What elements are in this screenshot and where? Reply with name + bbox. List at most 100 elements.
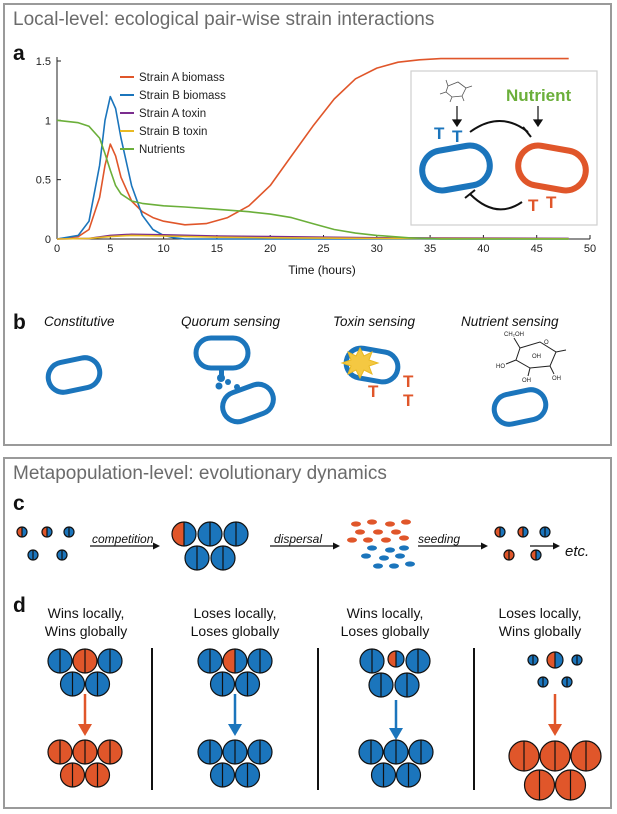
panel-letter-d: d bbox=[13, 594, 26, 617]
dispersed-red bbox=[363, 537, 373, 543]
dispersed-blue bbox=[385, 547, 395, 553]
population-cell bbox=[209, 762, 236, 788]
dispersed-red bbox=[399, 535, 409, 541]
population-cell bbox=[530, 549, 542, 561]
legend-label: Strain B biomass bbox=[139, 90, 226, 102]
population-cell bbox=[209, 671, 236, 697]
dispersed-red bbox=[391, 529, 401, 535]
population-cell bbox=[197, 648, 223, 674]
population-cell bbox=[408, 739, 434, 765]
metapopulation-panel: Metapopulation-level: evolutionary dynam… bbox=[3, 457, 612, 809]
y-tick-label: 1.5 bbox=[36, 56, 51, 68]
chart-lines bbox=[56, 57, 569, 240]
x-tick-label: 35 bbox=[424, 243, 436, 255]
toxin-b-icon: T bbox=[452, 127, 463, 146]
outcome-cases-diagram bbox=[47, 648, 602, 801]
series-line-strain-b-toxin bbox=[56, 234, 569, 240]
population-cell bbox=[197, 739, 223, 765]
case-4-label: Loses locally,Wins globally bbox=[498, 605, 582, 639]
toxin-a-icon: T bbox=[528, 196, 539, 215]
label-toxin-sensing: Toxin sensing bbox=[333, 314, 416, 329]
panel-letter-a: a bbox=[13, 42, 25, 65]
population-cell bbox=[527, 654, 539, 666]
population-cell bbox=[395, 762, 422, 788]
population-cell bbox=[405, 648, 431, 674]
population-cell bbox=[494, 526, 506, 538]
panel-letter-c: c bbox=[13, 492, 25, 515]
population-cell bbox=[358, 739, 384, 765]
label-quorum-sensing: Quorum sensing bbox=[181, 314, 281, 329]
dispersed-red bbox=[381, 537, 391, 543]
population-cell bbox=[59, 762, 86, 788]
toxin-icon: T bbox=[403, 372, 414, 391]
strain-b-cell bbox=[419, 142, 493, 194]
population-cell bbox=[47, 739, 73, 765]
population-cell bbox=[383, 739, 409, 765]
population-cell bbox=[546, 651, 564, 669]
population-cell bbox=[222, 739, 248, 765]
dispersed-red bbox=[351, 521, 361, 527]
step-etc: etc. bbox=[565, 543, 590, 560]
population-cell bbox=[570, 740, 602, 772]
toxin-b-icon: T bbox=[434, 124, 445, 143]
population-cell bbox=[222, 648, 248, 674]
sensing-modes-diagram: T T T CH₂OH OH HO OH OH O bbox=[45, 332, 567, 427]
x-tick-label: 30 bbox=[371, 243, 383, 255]
svg-text:O: O bbox=[544, 340, 549, 346]
population-cell bbox=[523, 769, 556, 801]
quorum-cell-1 bbox=[193, 335, 251, 371]
dispersed-blue bbox=[379, 555, 389, 561]
inhibit-a-to-b bbox=[469, 193, 523, 211]
population-cell bbox=[41, 526, 53, 538]
population-cell bbox=[503, 549, 515, 561]
nutrient-sensing-cell bbox=[491, 387, 549, 427]
population-cell bbox=[554, 769, 587, 801]
quorum-cell-2 bbox=[220, 381, 276, 425]
population-cell bbox=[387, 650, 405, 668]
x-tick-label: 15 bbox=[211, 243, 223, 255]
toxin-icon: T bbox=[368, 382, 379, 401]
population-cell bbox=[171, 521, 197, 547]
population-cell bbox=[84, 671, 111, 697]
dispersed-blue bbox=[373, 563, 383, 569]
step-seeding: seeding bbox=[418, 532, 461, 546]
population-cell bbox=[359, 648, 385, 674]
population-cell bbox=[539, 740, 571, 772]
population-cell bbox=[184, 545, 210, 571]
x-tick-label: 20 bbox=[264, 243, 276, 255]
glucose-molecule-icon bbox=[505, 337, 567, 377]
inhibit-b-to-a bbox=[469, 120, 529, 133]
legend-label: Strain B toxin bbox=[139, 126, 207, 138]
metapopulation-title: Metapopulation-level: evolutionary dynam… bbox=[13, 463, 387, 484]
population-cell bbox=[394, 672, 420, 698]
case-2-label: Loses locally,Loses globally bbox=[190, 605, 280, 639]
nutrient-label: Nutrient bbox=[506, 86, 572, 105]
population-cell bbox=[56, 549, 68, 561]
series-line-strain-b-biomass bbox=[56, 95, 569, 240]
case-1-label: Wins locally,Wins globally bbox=[44, 605, 128, 639]
population-cell bbox=[16, 526, 28, 538]
svg-text:CH₂OH: CH₂OH bbox=[504, 332, 524, 338]
population-cell bbox=[223, 521, 249, 547]
legend-label: Strain A biomass bbox=[139, 72, 225, 84]
population-cell bbox=[539, 526, 551, 538]
dispersed-blue bbox=[399, 545, 409, 551]
population-cell bbox=[247, 648, 273, 674]
x-tick-label: 50 bbox=[584, 243, 596, 255]
dispersed-blue bbox=[389, 563, 399, 569]
population-cell bbox=[72, 648, 98, 674]
population-cell bbox=[97, 739, 123, 765]
series-line-nutrients bbox=[56, 119, 569, 240]
dispersed-red bbox=[385, 521, 395, 527]
y-tick-label: 1 bbox=[45, 115, 51, 127]
dispersed-red bbox=[373, 529, 383, 535]
step-dispersal: dispersal bbox=[274, 532, 323, 546]
population-cell bbox=[370, 762, 397, 788]
dispersed-blue bbox=[367, 545, 377, 551]
toxin-icon: T bbox=[403, 391, 414, 410]
dispersed-blue bbox=[395, 553, 405, 559]
toxin-a-icon: T bbox=[546, 193, 557, 212]
